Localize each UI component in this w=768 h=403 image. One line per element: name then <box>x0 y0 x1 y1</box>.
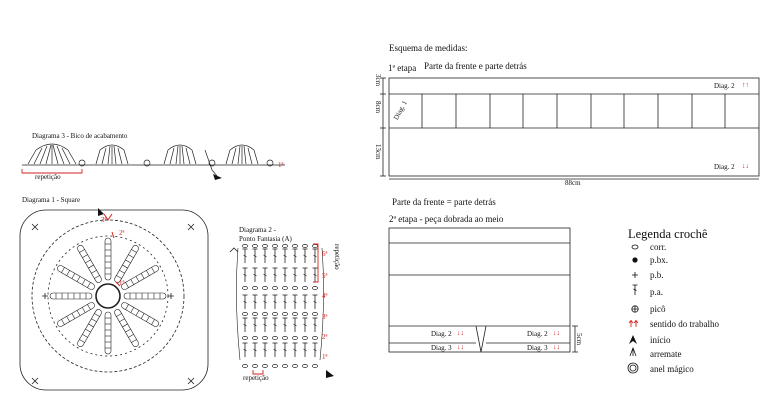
diagram2-repeat-side: repetição <box>333 244 341 270</box>
diag2-left-label: Diag. 2 <box>431 330 452 338</box>
legend-start-icon <box>629 335 637 344</box>
direction-down-icon: ↓↓ <box>457 329 464 337</box>
measure-panel-1 <box>380 77 760 180</box>
dim-3cm: 3cm <box>374 74 382 87</box>
stage2-title: 2ª etapa - peça dobrada ao meio <box>389 214 504 224</box>
legend-label-chain: corr. <box>650 242 667 252</box>
diagram2-row-3: 3ª <box>322 313 328 321</box>
diag3-left-label: Diag. 3 <box>431 344 452 352</box>
direction-up-icon: ↑↑ <box>742 81 749 89</box>
direction-down-icon: ↓↓ <box>553 329 560 337</box>
diagram3-fans <box>22 143 285 177</box>
legend-label-finish: arremate <box>650 349 682 359</box>
diagram1-row-1: 1ª <box>119 279 125 287</box>
diagram2-title-line1: Diagrama 2 - <box>239 226 276 234</box>
diagram3-row-1: 1ª <box>278 161 284 169</box>
diagram2-row-2: 2ª <box>322 333 328 341</box>
width-88cm: 88cm <box>565 179 581 187</box>
diagram2-row-6: 6ª <box>322 250 328 258</box>
diagram1-red-marks <box>103 213 121 287</box>
measurements-heading: Esquema de medidas: <box>389 43 468 53</box>
legend-label-picot: picô <box>650 304 666 314</box>
diag2-top-label: Diag. 2 <box>714 82 735 90</box>
diagram2-row-1: 1ª <box>322 353 328 361</box>
diagram2-row-5: 5ª <box>322 272 328 280</box>
legend-icons <box>627 244 639 374</box>
measure-panel-2 <box>388 227 578 353</box>
legend-direction-icon <box>628 319 639 327</box>
diag2-right-label: Diag. 2 <box>527 330 548 338</box>
diagram3-title: Diagrama 3 - Bico de acabamento <box>32 132 128 140</box>
legend-title: Legenda crochê <box>628 227 708 241</box>
diagram1-row-2: 2ª <box>119 229 125 237</box>
legend-label-direction: sentido do trabalho <box>650 319 719 329</box>
legend-label-dc: p.a. <box>650 287 663 297</box>
diag3-right-label: Diag. 3 <box>527 344 548 352</box>
dim-13cm: 13cm <box>374 144 382 160</box>
diagram3-repeat-label: repetição <box>35 173 61 181</box>
legend-label-start: início <box>650 335 671 345</box>
direction-down-icon: ↓↓ <box>553 343 560 351</box>
diagram2-bottom-bracket <box>252 370 264 375</box>
diagram3-start-arrow <box>213 174 222 180</box>
diag2-bottom-label: Diag. 2 <box>714 163 735 171</box>
diagram1-petals <box>49 237 167 355</box>
diagram1-row-3: 3ª <box>101 216 107 224</box>
diagram2-side-bracket <box>313 243 319 283</box>
stage1-prefix: 1ª etapa <box>388 63 417 73</box>
diagram2-title-line2: Ponto Fantasia (A) <box>239 235 292 243</box>
diagram3-repeat-bracket <box>21 169 83 174</box>
direction-down-icon: ↓↓ <box>742 162 749 170</box>
legend-label-sc: p.b. <box>650 270 664 280</box>
front-equals-back: Parte da frente = parte detrás <box>392 197 496 207</box>
stage1-title: Parte da frente e parte detrás <box>424 61 527 71</box>
dim-5cm: 5cm <box>575 333 583 346</box>
legend-label-magic-ring: anel mágico <box>650 364 694 374</box>
legend-label-slip: p.bx. <box>650 255 668 265</box>
diagram2-repeat-bottom: repetição <box>243 374 269 382</box>
dim-8cm: 8cm <box>374 101 382 114</box>
diagram2-row-4: 4ª <box>322 292 328 300</box>
diagram2-grid <box>236 244 324 368</box>
direction-down-icon: ↓↓ <box>457 343 464 351</box>
diagram1-corner-plus <box>31 223 195 385</box>
diagram1-title: Diagrama 1 - Square <box>22 196 81 204</box>
diagram2-start-arrow <box>326 370 334 378</box>
